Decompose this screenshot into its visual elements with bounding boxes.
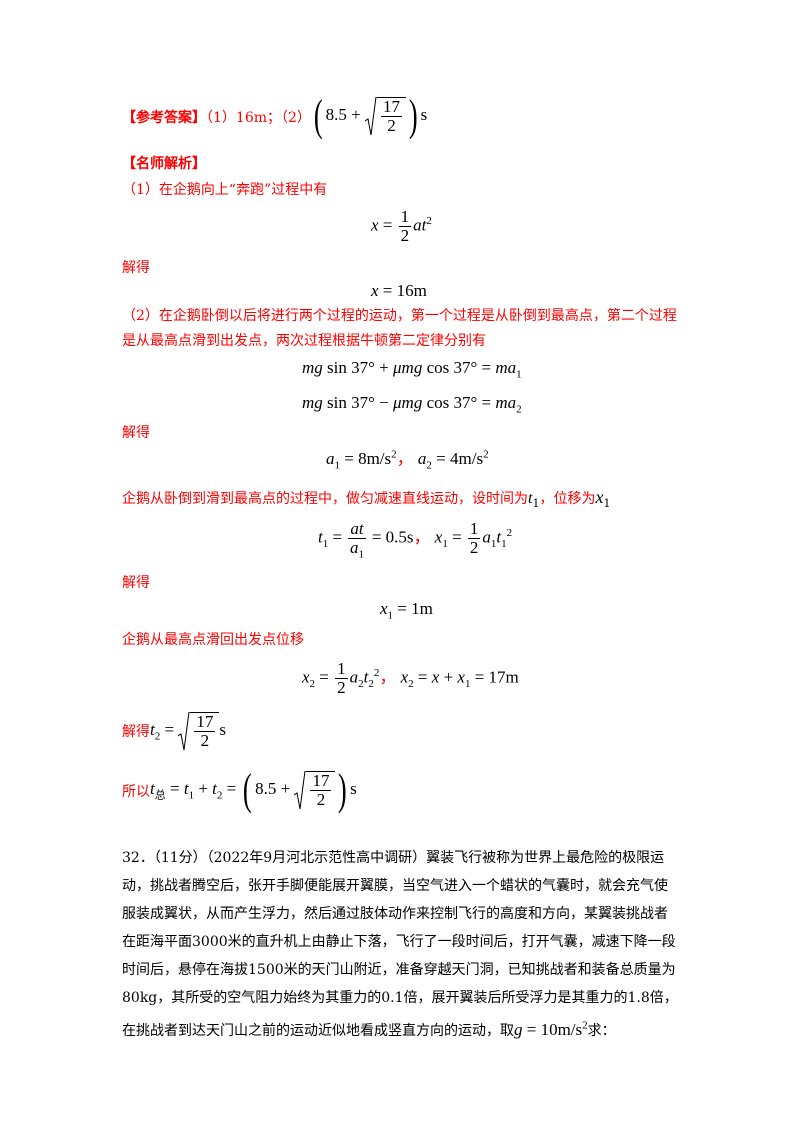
problem-line-7: 在挑战者到达天门山之前的运动近似地看成竖直方向的运动，取g = 10m/s2求： xyxy=(122,1019,616,1039)
step3-text: 企鹅从卧倒到滑到最高点的过程中，做匀减速直线运动，设时间为t1，位移为x1 xyxy=(122,487,611,510)
problem-line-7b: 求： xyxy=(587,1023,616,1039)
eq-x1-1m: x1 = 1m xyxy=(380,599,433,622)
analysis-label: 【名师解析】 xyxy=(122,156,206,172)
step2-text-a: （2）在企鹅卧倒以后将进行两个过程的运动，第一个过程是从卧倒到最高点，第二个过程 xyxy=(122,308,677,324)
step4-text: 企鹅从最高点滑回出发点位移 xyxy=(122,632,304,648)
answer-part1: （1）16m；（2） xyxy=(206,110,311,126)
problem-line-5: 时间后，悬停在海拔1500米的天门山附近，准备穿越天门洞，已知挑战者和装备总质量… xyxy=(122,962,676,978)
problem-line-6: 80kg，其所受的空气阻力始终为其重力的0.1倍，展开翼装后所受浮力是其重力的1… xyxy=(122,990,678,1006)
problem-header: 32．（11分）（2022年9月河北示范性高中调研）翼装飞行被称为世界上最危险的… xyxy=(122,850,665,866)
jiede-4: 解得 xyxy=(122,724,150,740)
answer-label: 【参考答案】（1）16m；（2） xyxy=(122,108,311,128)
problem-line-3: 服装成翼状，从而产生浮力，然后通过肢体动作来控制飞行的高度和方向，某翼装挑战者 xyxy=(122,906,668,922)
jiede-1: 解得 xyxy=(122,260,150,276)
eq-newton-1: mg sin 37° + μmg cos 37° = ma1 xyxy=(302,358,522,381)
t2-line: 解得 xyxy=(122,722,150,742)
problem-line-7a: 在挑战者到达天门山之前的运动近似地看成竖直方向的运动，取 xyxy=(122,1023,514,1039)
jiede-2: 解得 xyxy=(122,425,150,441)
answer-tag: 【参考答案】 xyxy=(122,110,206,126)
eq-accelerations: a1 = 8m/s2， a2 = 4m/s2 xyxy=(326,448,489,472)
jiede-3: 解得 xyxy=(122,575,150,591)
total-line: 所以 xyxy=(122,782,150,802)
problem-32: 32．（11分）（2022年9月河北示范性高中调研）翼装飞行被称为世界上最危险的… xyxy=(122,844,682,1045)
suoyi: 所以 xyxy=(122,784,150,800)
problem-line-2: 动，挑战者腾空后，张开手脚便能展开翼膜，当空气进入一个蜡状的气囊时，就会充气使 xyxy=(122,878,668,894)
step2-text-b: 是从最高点滑到出发点，两次过程根据牛顿第二定律分别有 xyxy=(122,333,486,349)
step3-tail: ，位移为 xyxy=(539,491,596,507)
problem-line-4: 在距海平面3000米的直升机上由静止下落，飞行了一段时间后，打开气囊，减速下降一… xyxy=(122,934,676,950)
step1-text: （1）在企鹅向上“奔跑”过程中有 xyxy=(122,182,328,198)
step3-main: 企鹅从卧倒到滑到最高点的过程中，做匀减速直线运动，设时间为 xyxy=(122,491,528,507)
eq-newton-2: mg sin 37° − μmg cos 37° = ma2 xyxy=(302,393,522,416)
eq-x-16m: x = 16m xyxy=(371,281,427,300)
